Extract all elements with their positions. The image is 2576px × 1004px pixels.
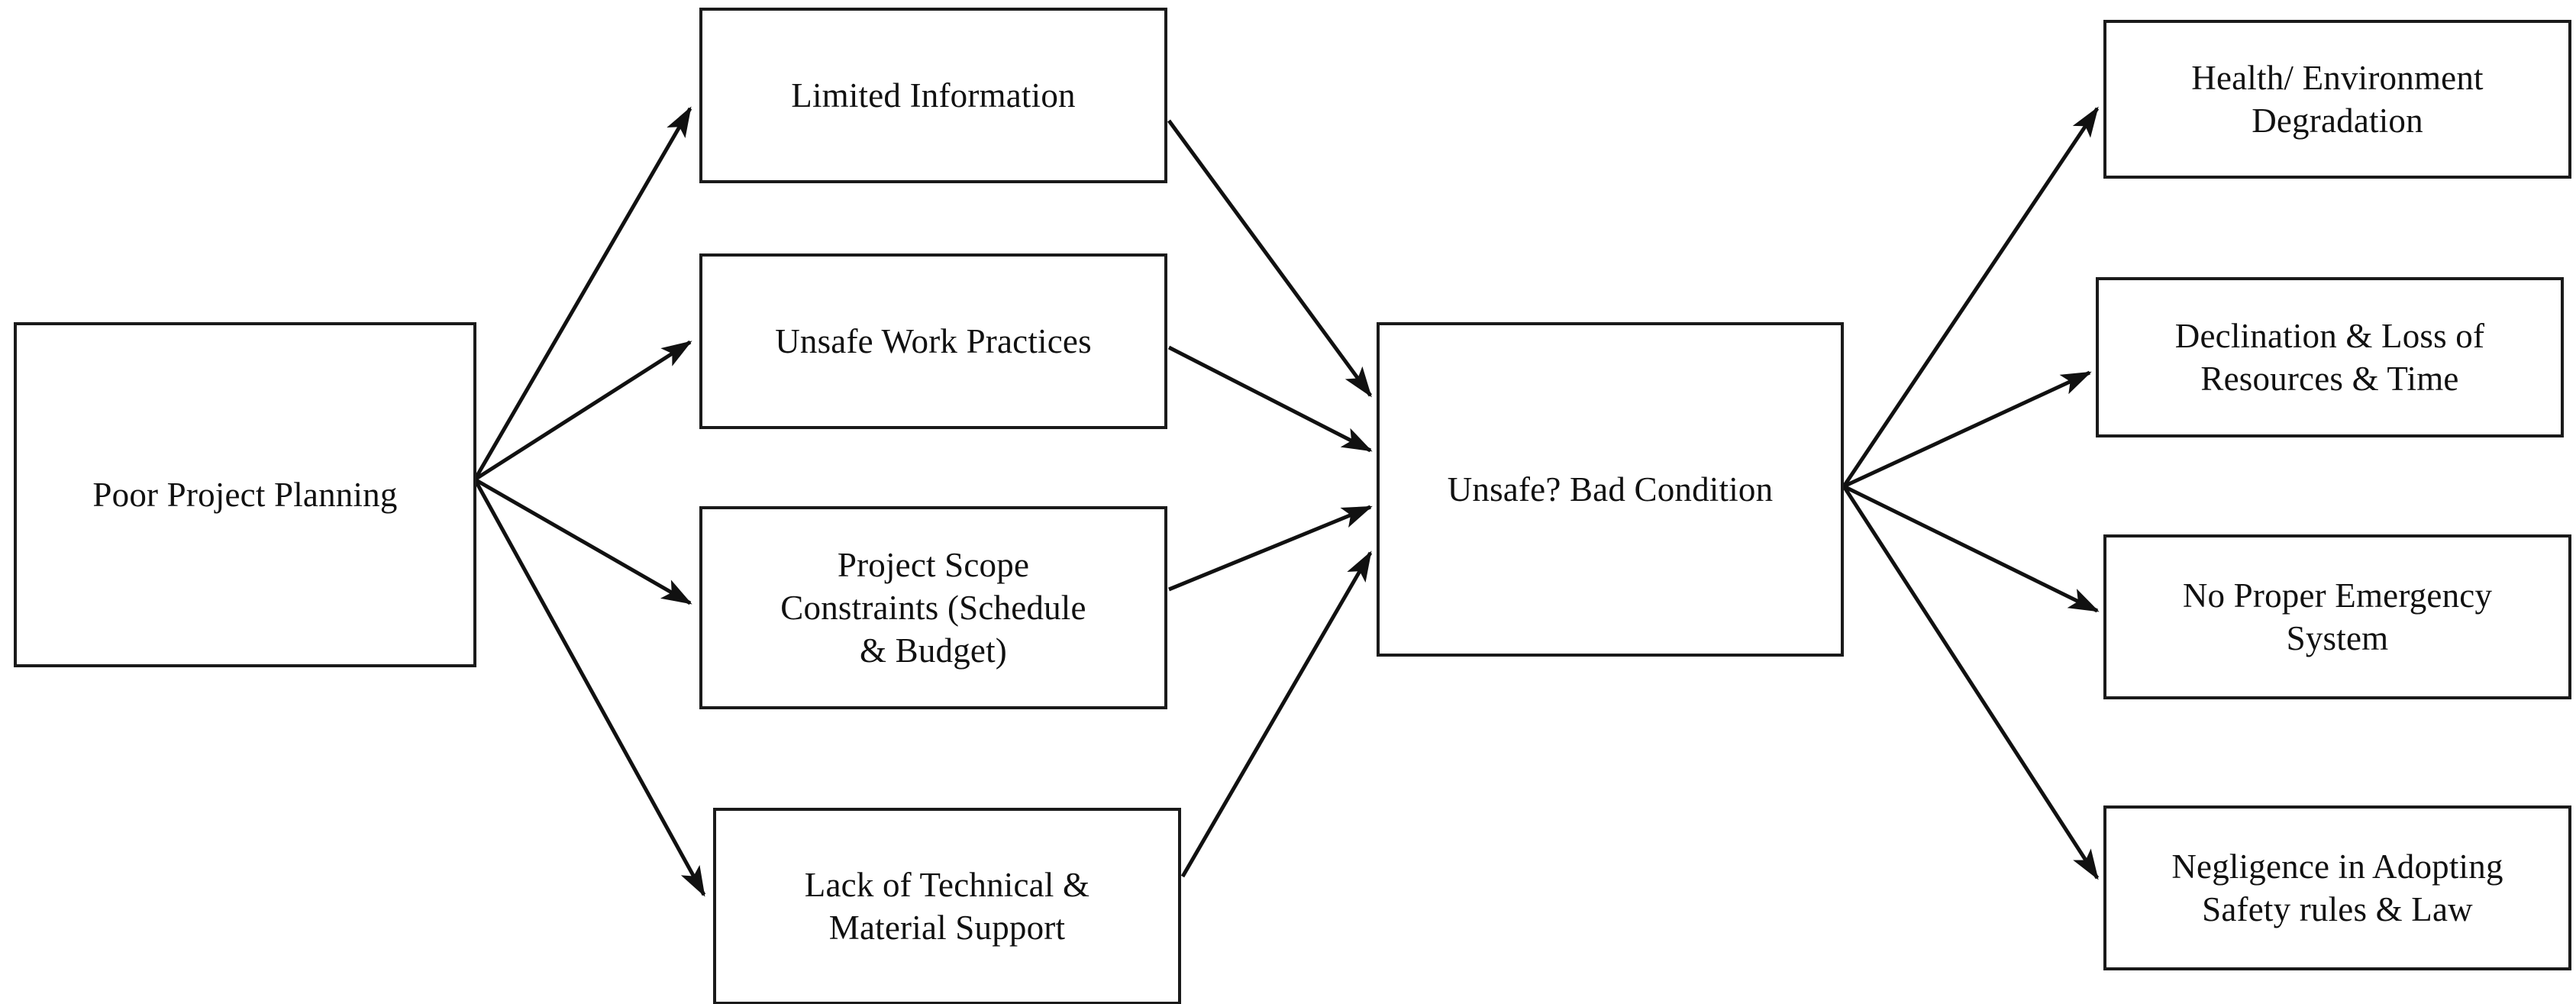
node-lack-of-technical-material-support[interactable]: Lack of Technical & Material Support [713,808,1181,1004]
node-label: Poor Project Planning [92,475,398,514]
node-label: Unsafe Work Practices [775,321,1092,360]
connector-root-to-scope [473,477,692,605]
node-label: Unsafe? Bad Condition [1447,470,1774,508]
connector-lack-support-to-central [1180,550,1373,878]
node-no-proper-emergency-system[interactable]: No Proper Emergency System [2103,534,2571,699]
node-label: Lack of Technical & Material Support [804,865,1090,947]
node-label: Project Scope Constraints (Schedule & Bu… [780,545,1086,670]
connector-scope-to-central [1168,505,1373,592]
node-label: Declination & Loss of Resources & Time [2174,316,2485,398]
connector-central-to-negligence [1842,485,2100,880]
node-negligence-in-adopting-safety-rules-law[interactable]: Negligence in Adopting Safety rules & La… [2103,805,2571,970]
node-label: Limited Information [791,76,1076,115]
node-health-environment-degradation[interactable]: Health/ Environment Degradation [2103,20,2571,179]
connector-central-to-declination [1842,370,2092,489]
node-poor-project-planning[interactable]: Poor Project Planning [14,322,476,667]
node-unsafe-work-practices[interactable]: Unsafe Work Practices [699,253,1167,429]
connector-root-to-lack-support [473,478,706,897]
node-project-scope-constraints[interactable]: Project Scope Constraints (Schedule & Bu… [699,506,1167,709]
connector-limited-info-to-central [1167,119,1373,398]
node-label: Health/ Environment Degradation [2191,58,2484,140]
connector-root-to-limited-info [473,106,692,481]
node-label: Negligence in Adopting Safety rules & La… [2171,847,2503,928]
node-label: No Proper Emergency System [2182,576,2493,657]
connector-root-to-unsafe-work [473,340,692,482]
connector-unsafe-work-to-central [1167,345,1373,453]
node-declination-loss-of-resources-time[interactable]: Declination & Loss of Resources & Time [2096,277,2564,437]
node-unsafe-bad-condition[interactable]: Unsafe? Bad Condition [1377,322,1844,657]
connector-central-to-health [1842,106,2100,488]
node-limited-information[interactable]: Limited Information [699,8,1167,183]
connector-central-to-emergency [1842,484,2100,613]
